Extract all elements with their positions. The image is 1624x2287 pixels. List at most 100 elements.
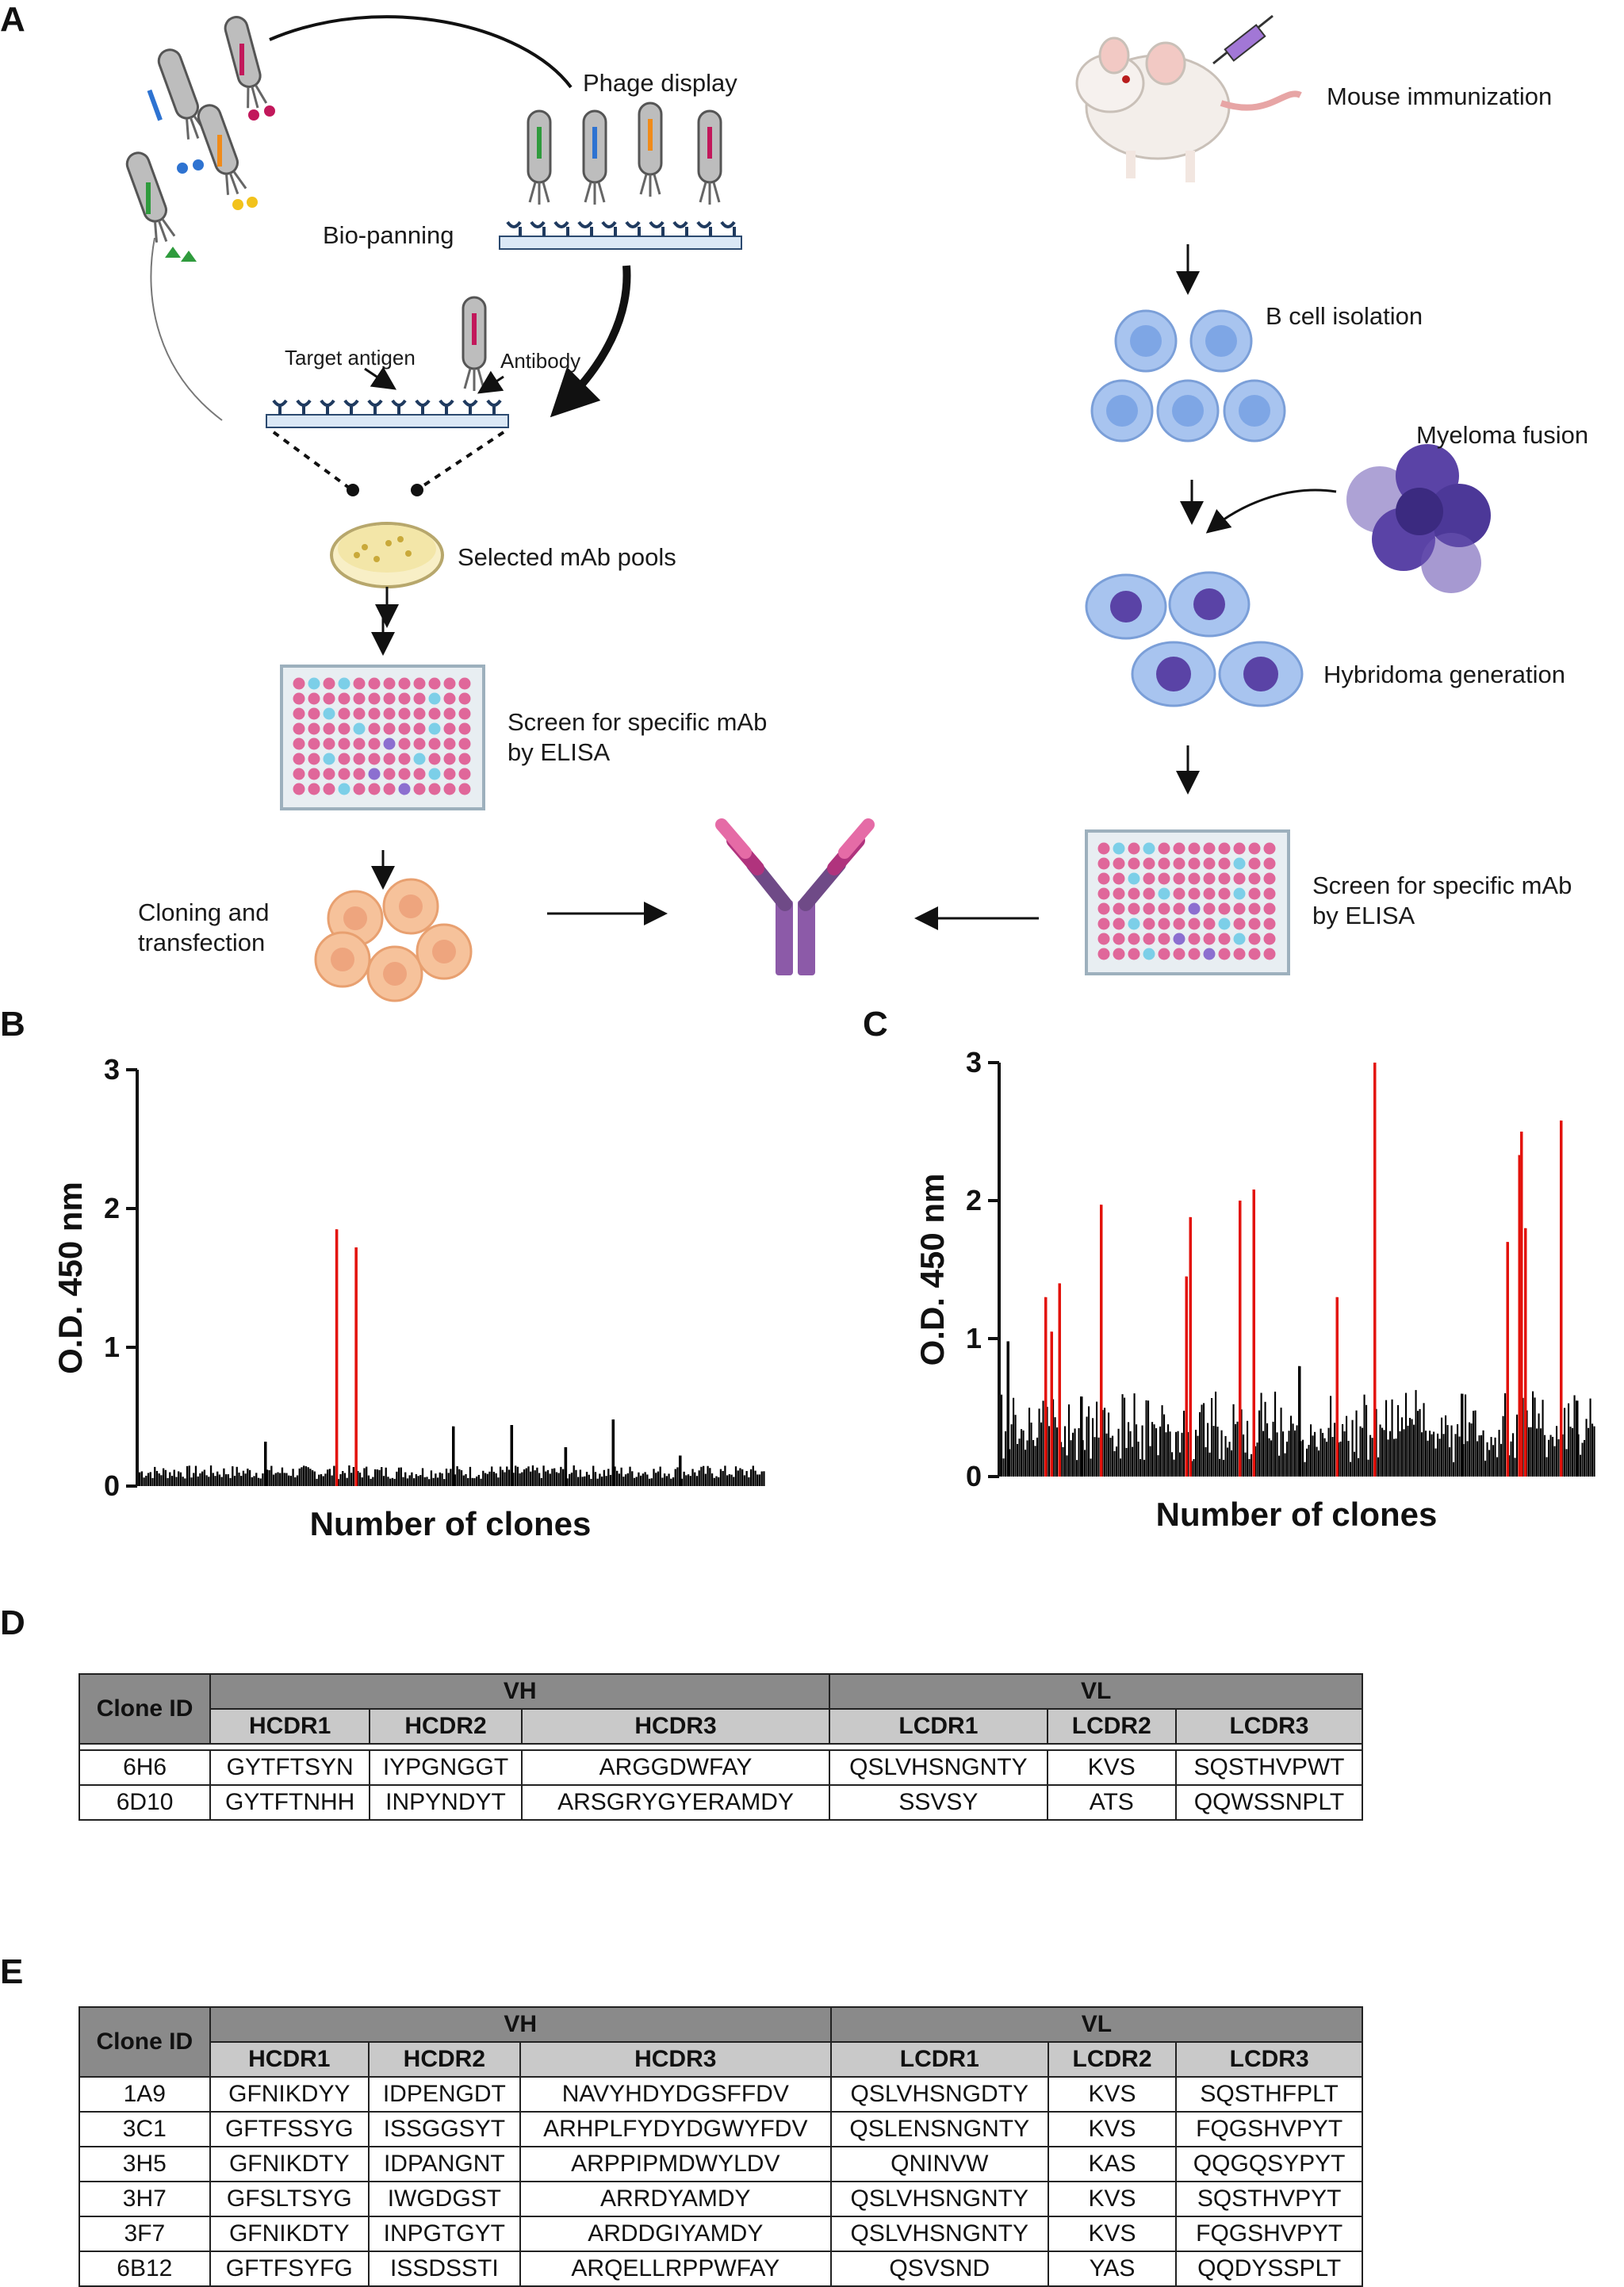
table-e-cell: 3F7 [79,2216,211,2252]
elisa-well [1263,917,1276,930]
bar [1589,1398,1591,1477]
elisa-well [1248,917,1261,930]
elisa-well [368,783,381,795]
bar [1534,1397,1536,1477]
bar [676,1467,679,1486]
syringe-icon [1212,14,1274,65]
bar [1292,1423,1294,1477]
bar [1017,1443,1019,1477]
bar [186,1465,189,1486]
bar [665,1476,668,1486]
bar [1097,1437,1100,1477]
b-cells [1090,309,1286,442]
elisa-well [308,692,320,705]
bar [626,1473,629,1486]
bar [644,1472,646,1486]
bar [1413,1424,1415,1477]
elisa-well [458,722,471,735]
elisa-well [1143,887,1155,900]
bar [745,1471,748,1486]
table-e-cell: KVS [1047,2076,1178,2113]
elisa-well [1158,842,1170,855]
elisa-well [1233,948,1246,960]
bar [1411,1419,1413,1477]
bar [1488,1450,1491,1477]
elisa-well [458,692,471,705]
bar [1052,1399,1055,1477]
bar [173,1469,175,1486]
panel-label-e: E [0,1952,24,1991]
bar [1005,1431,1007,1477]
bar [1331,1437,1334,1477]
bar [1462,1444,1465,1477]
elisa-well [1233,842,1246,855]
bar [1207,1423,1209,1477]
bar [752,1465,754,1486]
bar [262,1473,264,1486]
bar [739,1468,741,1486]
elisa-well [428,753,441,765]
bar [631,1471,634,1486]
bar [685,1475,688,1486]
bar [268,1469,270,1486]
bar [1470,1423,1473,1477]
table-e-cell: IWGDGST [367,2181,521,2217]
bar [1155,1428,1158,1477]
elisa-well [1248,948,1261,960]
bar [1224,1435,1227,1477]
bar [585,1472,588,1486]
bar [363,1468,366,1486]
table-row: 3H7 GFSLTSYG IWGDGST ARRDYAMDY QSLVHSNGN… [79,2181,1363,2217]
bar [1223,1459,1225,1477]
bar [316,1478,318,1486]
bar [754,1470,756,1486]
bar [1278,1455,1281,1477]
bar [208,1477,210,1486]
bar [324,1473,327,1486]
bar [1074,1428,1076,1477]
bar [1585,1419,1588,1477]
bar [456,1465,458,1486]
table-e-cell: 1A9 [79,2076,211,2113]
bar [499,1466,502,1486]
elisa-well [1158,948,1170,960]
elisa-well [293,753,305,765]
bar [521,1472,523,1486]
antigen-row-top [506,220,736,236]
elisa-well [293,768,305,780]
antibody-icon [715,818,875,975]
elisa-well [1113,948,1125,960]
bar [408,1475,411,1486]
elisa-well [1158,887,1170,900]
bar-positive [1252,1189,1255,1477]
bar [179,1472,182,1486]
bar [450,1469,452,1486]
elisa-well [443,783,456,795]
bar [592,1465,595,1486]
bar [1030,1422,1032,1477]
bar [1565,1449,1568,1477]
bar [233,1476,236,1486]
elisa-well [1143,842,1155,855]
bar [232,1466,234,1486]
bar-positive [1058,1283,1061,1477]
bar [1232,1404,1235,1477]
elisa-well [1218,872,1231,885]
target-antigen-plate [266,296,509,428]
elisa-well [1128,872,1140,885]
table-e-col-hcdr2: HCDR2 [367,2041,521,2078]
table-e-cell: GFTFSSYG [209,2111,370,2147]
bar [154,1466,156,1486]
elisa-well [1128,948,1140,960]
bar [642,1473,645,1486]
elisa-well [1203,917,1216,930]
y-axis-label: O.D. 450 nm [52,1182,89,1374]
bar [1013,1397,1015,1477]
bar [193,1473,195,1486]
elisa-well [1188,842,1201,855]
table-d-col-lcdr1: LCDR1 [829,1708,1048,1745]
bar [339,1473,342,1486]
bar [1354,1451,1356,1477]
bar [646,1474,649,1486]
elisa-well [338,677,350,690]
